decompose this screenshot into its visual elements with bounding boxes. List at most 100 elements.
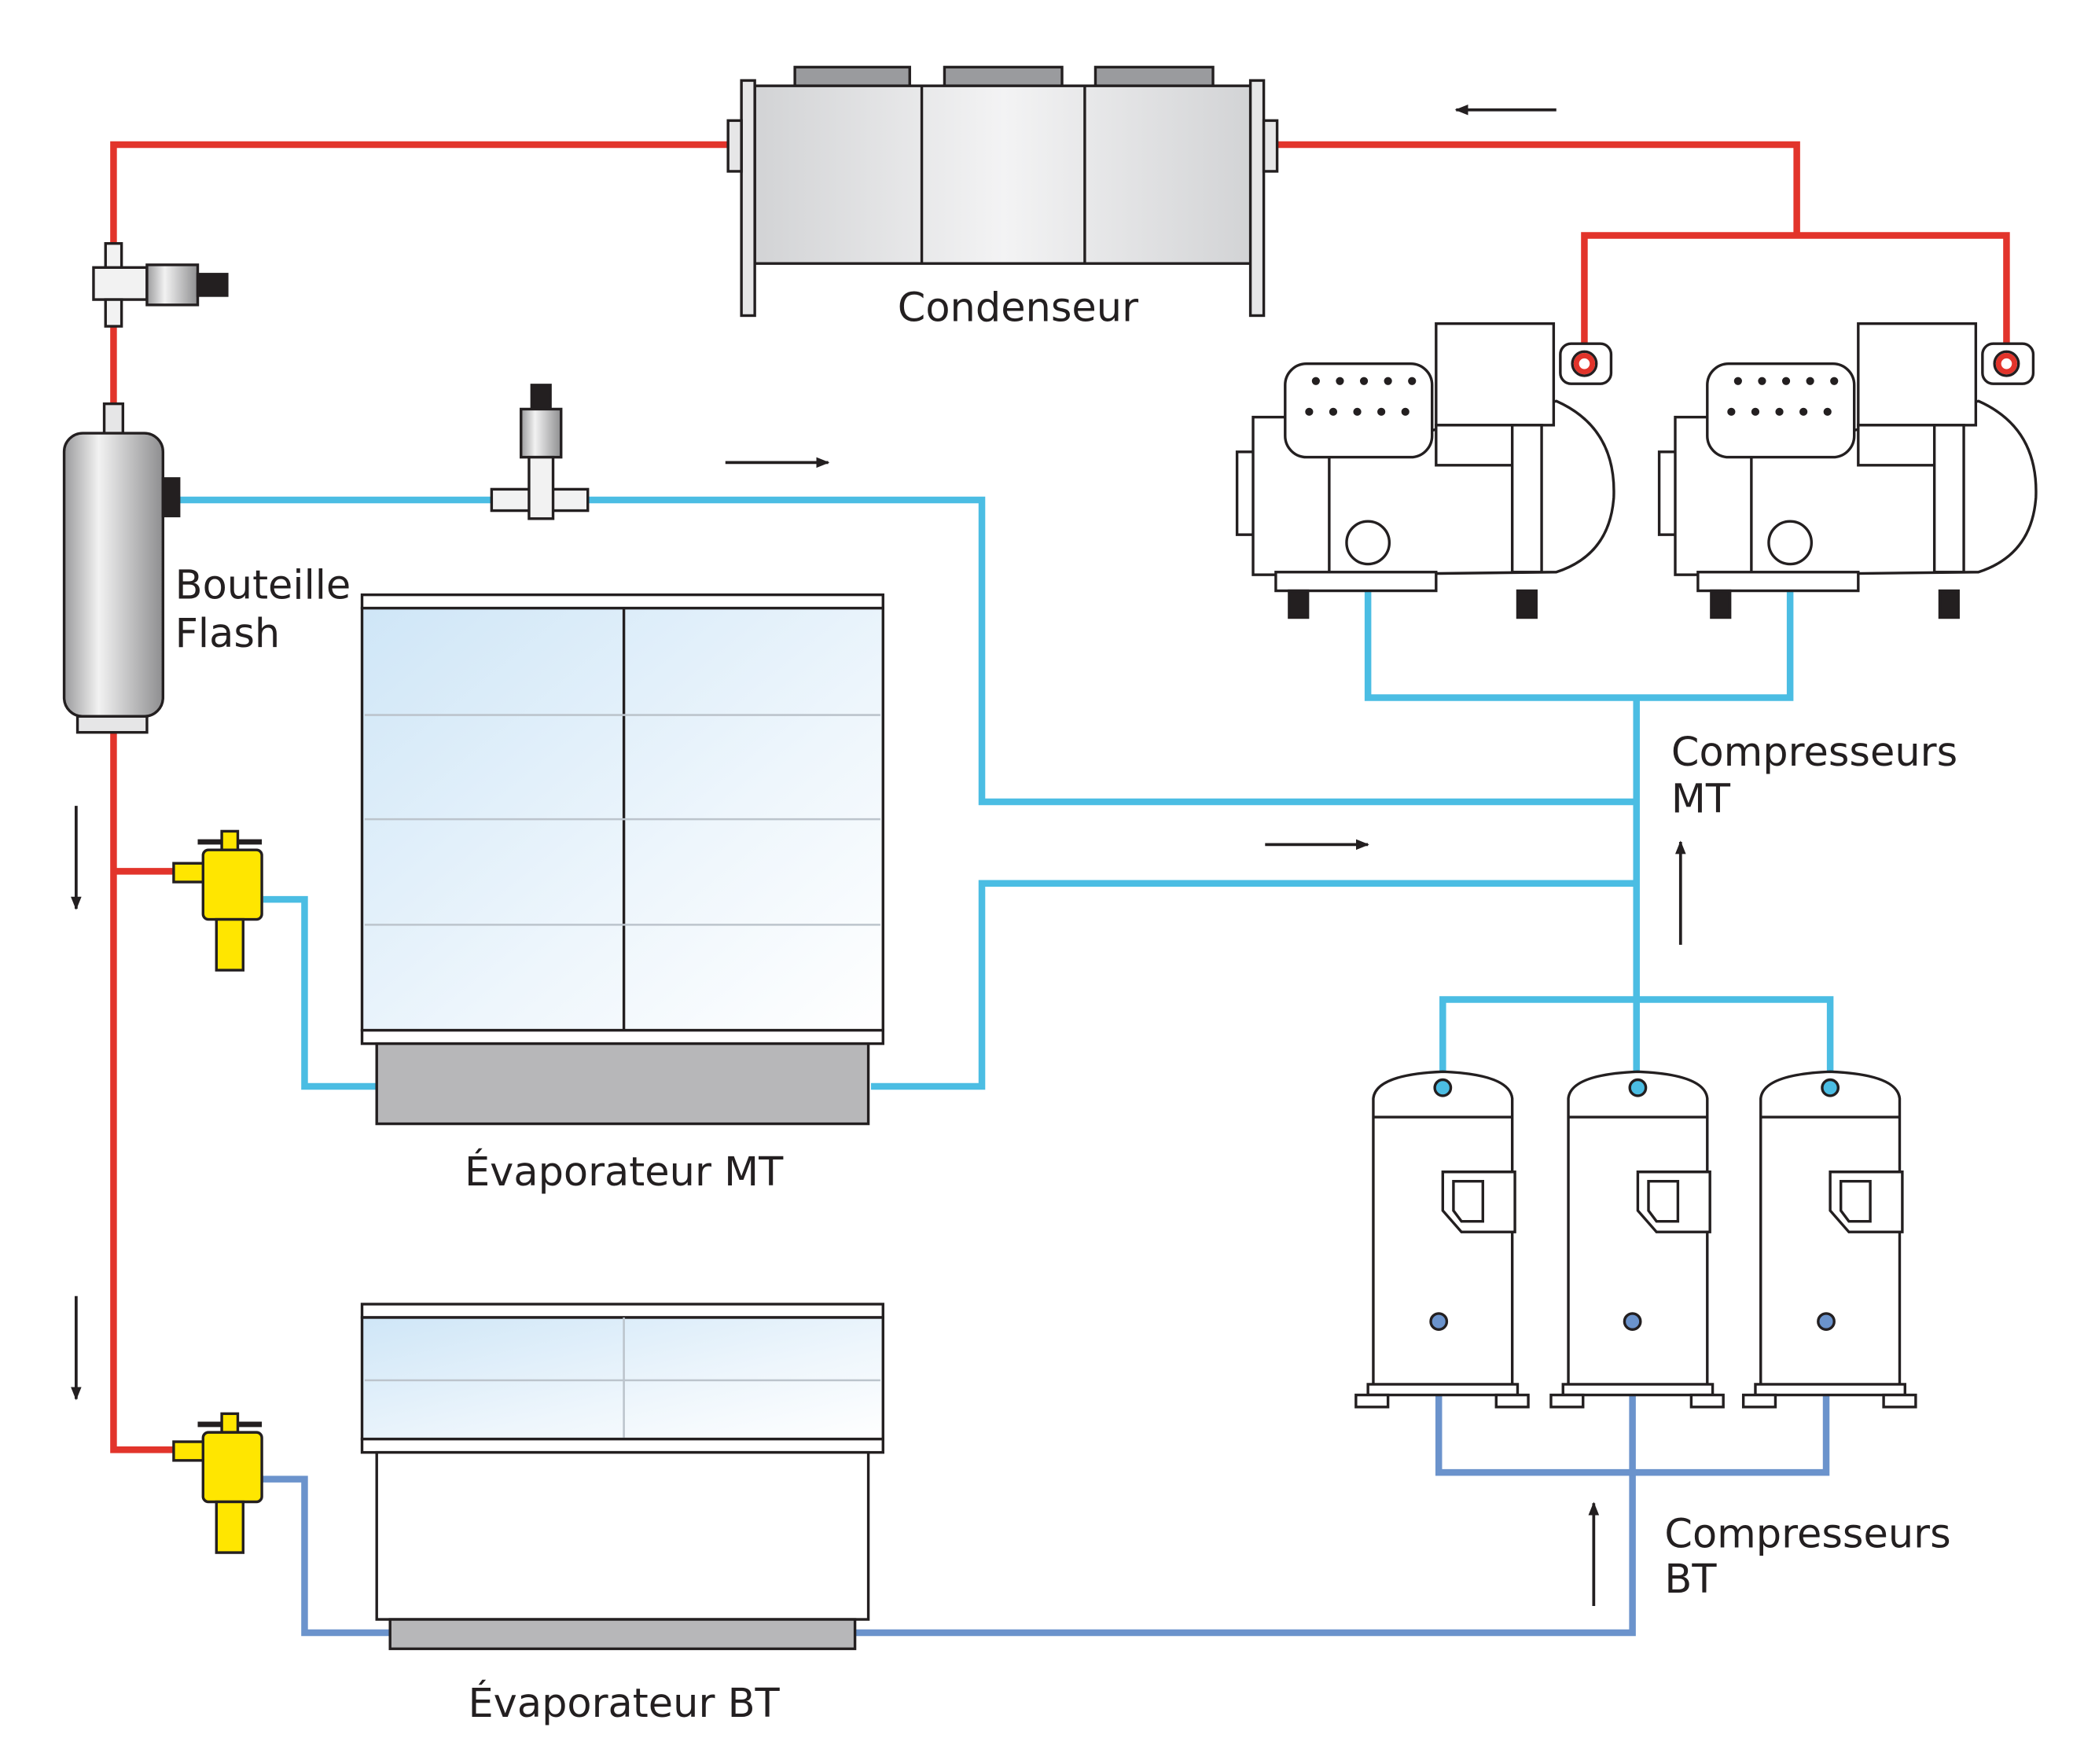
evaporator-bt-top-rail [360, 1303, 884, 1319]
expansion-valve-bt-knob [220, 1412, 240, 1434]
mt-compressor-2-suction-port [1767, 520, 1814, 566]
mt-compressor-1-head-bolts [1305, 377, 1417, 416]
mt-compressor-2-head-bolts [1727, 377, 1839, 416]
mt-compressor-1 [1235, 322, 1615, 619]
flow-arrows [71, 104, 1686, 1607]
bt-compressor-2-foot-right [1689, 1393, 1725, 1409]
bolt [1758, 377, 1766, 385]
bt-suction-pipes [260, 1325, 1830, 1637]
mt-compressor-2 [1657, 322, 2038, 619]
mt-compressor-1-foot-right [1516, 589, 1538, 619]
evaporator-mt-label: Évaporateur MT [465, 1148, 784, 1196]
bolt [1329, 407, 1338, 416]
bt-compressor-1-discharge-port [1433, 1078, 1453, 1097]
flash-tank-label-line2: Flash [175, 611, 281, 657]
bolt [1305, 407, 1314, 416]
expansion-valve-bt [172, 1412, 263, 1554]
bolt [1751, 407, 1760, 416]
bt-compressor-1 [1354, 1070, 1530, 1409]
bt-compressor-1-base [1366, 1383, 1520, 1397]
liquid-line-pipe [110, 728, 181, 1453]
bt-compressor-3-terminal-box [1829, 1170, 1904, 1233]
flash-gas-line-b [587, 496, 1637, 806]
bolt [1806, 377, 1814, 385]
expansion-valve-bt-body [201, 1431, 263, 1504]
flash-tank-label-line1: Bouteille [175, 563, 351, 609]
bt-compressor-2 [1549, 1070, 1725, 1409]
condenser-fan-1 [793, 65, 911, 87]
mt-discharge-dot-1 [1573, 353, 1596, 375]
bt-compressor-3-discharge-port [1821, 1078, 1840, 1097]
bolt [1311, 377, 1320, 385]
condenser-left-frame [740, 79, 756, 318]
compressors-mt-label-line2: MT [1671, 777, 1731, 823]
bolt [1781, 377, 1791, 385]
bt-compressor-1-terminal-box [1441, 1170, 1516, 1233]
evaporator-bt-coil-tray [388, 1618, 857, 1651]
bolt [1727, 407, 1736, 416]
bolt [1408, 377, 1417, 385]
flash-tank-side-port [161, 477, 181, 518]
compressors-mt-label-line1: Compresseurs [1671, 729, 1957, 776]
mt-compressor-1-foot-left [1288, 589, 1310, 619]
flash-tank-shell [62, 432, 165, 718]
bt-compressor-3-suction-port [1817, 1312, 1836, 1331]
regulator-actuator [145, 263, 200, 307]
regulator-body [92, 266, 149, 301]
regulator-cap [196, 273, 229, 297]
condenser-body [753, 84, 1255, 265]
condenser [726, 65, 1279, 318]
evaporator-bt-lid-bottom [360, 1437, 884, 1454]
expansion-valve-mt-knob [220, 829, 240, 851]
bt-compressor-1-foot-right [1494, 1393, 1530, 1409]
bt-compressor-suction-header [1435, 1325, 1830, 1476]
evaporator-mt [360, 593, 884, 1126]
discharge-header-pipe [1581, 232, 2010, 351]
condenser-fan-3 [1093, 65, 1215, 87]
bt-compressor-2-discharge-port [1628, 1078, 1648, 1097]
compressors-bt-label-line1: Compresseurs [1664, 1511, 1950, 1557]
evaporator-mt-top-rail [360, 593, 884, 610]
bolt [1384, 377, 1392, 385]
expansion-valve-bt-outlet [215, 1500, 244, 1554]
bt-compressor-2-terminal-lip [1647, 1179, 1680, 1223]
bt-evaporator-inlet-pipe [260, 1476, 391, 1637]
mt-compressor-1-base [1274, 571, 1438, 593]
condenser-right-port [1262, 119, 1279, 173]
bt-compressor-2-suction-port [1623, 1312, 1642, 1331]
expansion-valve-mt-outlet [215, 917, 244, 972]
bolt [1799, 407, 1808, 416]
mt-compressor-2-motor-box [1857, 322, 1978, 427]
bt-compressor-2-foot-left [1549, 1393, 1585, 1409]
bt-evaporator-outlet-pipe [855, 1325, 1636, 1637]
bt-discharge-header [1439, 996, 1834, 1082]
bt-compressor-1-foot-left [1354, 1393, 1390, 1409]
mt-compressor-1-motor-neck [1435, 424, 1518, 467]
evaporator-bt-cabinet [375, 1450, 870, 1621]
condenser-left-port [726, 119, 743, 173]
evaporator-bt-glass-lid [360, 1316, 884, 1441]
flash-tank-bottom-flange [75, 715, 149, 734]
mt-compressor-2-base [1696, 571, 1860, 593]
bt-compressor-1-shell [1372, 1070, 1514, 1394]
regulator-stem-bottom [104, 298, 123, 328]
bolt [1359, 377, 1369, 385]
flash-gas-valve-coil [520, 407, 563, 459]
bt-compressor-3-base [1754, 1383, 1906, 1397]
bolt [1353, 407, 1362, 416]
evaporator-bt-label: Évaporateur BT [468, 1679, 780, 1727]
condenser-to-flash-pipe [110, 141, 729, 249]
bt-compressor-3-foot-right [1882, 1393, 1917, 1409]
mt-suction-pipes [178, 496, 1834, 1090]
expansion-valve-mt-body [201, 848, 263, 921]
mt-compressor-2-foot-right [1938, 589, 1960, 619]
bolt [1733, 377, 1742, 385]
condenser-fan-2 [943, 65, 1064, 87]
mt-compressor-2-leg-stand [1932, 424, 1965, 574]
compressor-discharge-pipe [1275, 141, 1800, 234]
bolt [1830, 377, 1839, 385]
bt-compressor-2-shell [1567, 1070, 1709, 1394]
regulator-stem-top [104, 242, 123, 269]
mt-compressor-2-motor-neck [1857, 424, 1940, 467]
